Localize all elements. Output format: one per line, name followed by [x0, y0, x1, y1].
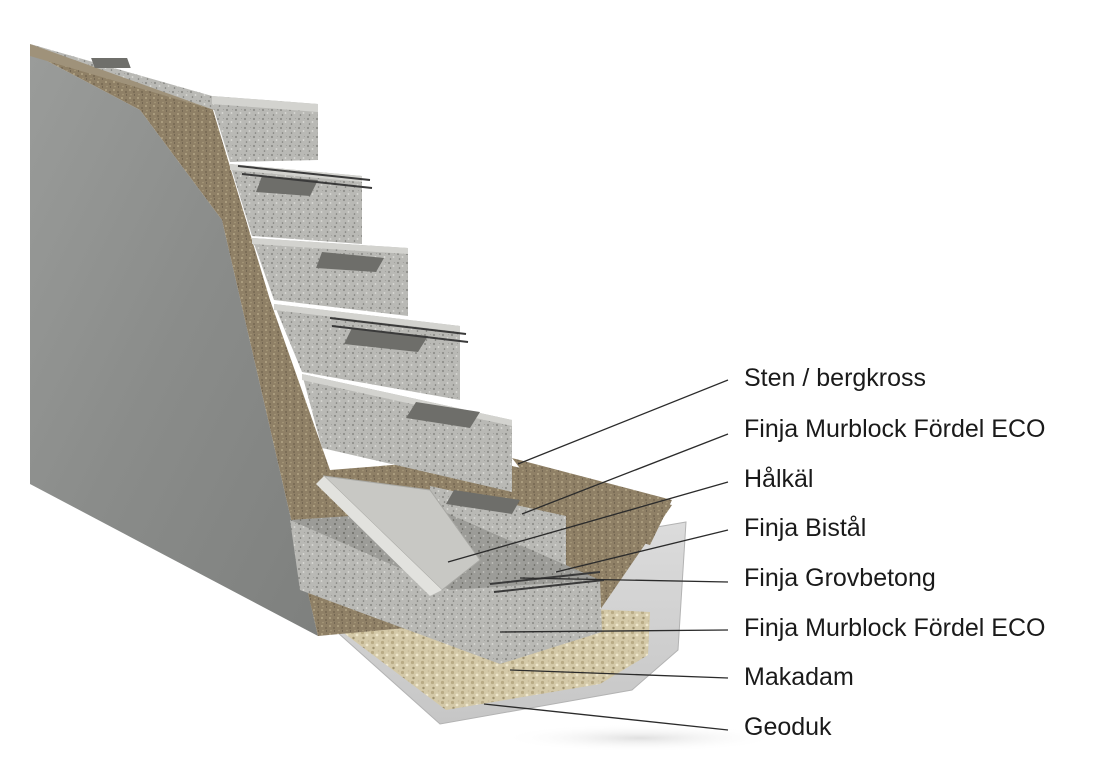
label-coarse-concrete: Finja Grovbetong	[744, 564, 936, 592]
label-reinforcement: Finja Bistål	[744, 514, 867, 542]
reinforcement-bars	[237, 165, 605, 593]
ground-shadow	[500, 724, 780, 752]
label-block-upper: Finja Murblock Fördel ECO	[744, 415, 1046, 443]
label-macadam: Makadam	[744, 663, 854, 691]
leader-lines	[447, 379, 729, 731]
label-block-lower: Finja Murblock Fördel ECO	[744, 614, 1046, 642]
label-stone-fill: Sten / bergkross	[744, 364, 927, 392]
excavation-slope	[30, 52, 318, 636]
cove-fillet-face	[316, 476, 442, 596]
label-cove-fillet: Hålkäl	[744, 465, 814, 493]
label-geotextile: Geoduk	[744, 713, 832, 741]
stone-fill	[512, 458, 672, 545]
